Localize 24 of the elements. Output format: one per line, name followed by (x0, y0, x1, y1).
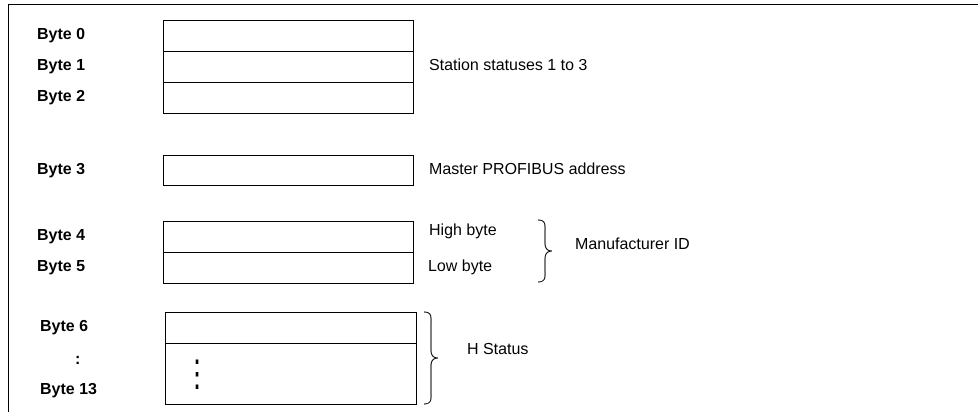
byte-label: Byte 3 (37, 161, 86, 179)
byte-label: Byte 5 (37, 258, 86, 276)
register-box (163, 51, 414, 83)
field-label: H Status (467, 341, 528, 359)
register-box (165, 312, 417, 344)
field-label: High byte (429, 222, 497, 240)
register-box (165, 343, 417, 405)
register-box (163, 155, 414, 186)
field-label: Station statuses 1 to 3 (429, 57, 588, 75)
byte-label: Byte 2 (37, 88, 86, 106)
register-box (163, 252, 414, 284)
byte-label: Byte 13 (40, 381, 97, 399)
field-label: Master PROFIBUS address (429, 161, 626, 179)
byte-label: Byte 6 (40, 318, 88, 336)
register-box (163, 221, 414, 253)
register-box (163, 20, 414, 52)
register-box (163, 82, 414, 114)
byte-label: Byte 1 (37, 57, 86, 75)
field-label: Manufacturer ID (575, 236, 690, 254)
ellipsis-dots: ⋮ (184, 352, 210, 394)
byte-label: : (75, 351, 80, 369)
byte-label: Byte 4 (37, 227, 86, 245)
byte-label: Byte 0 (37, 26, 86, 44)
field-label: Low byte (428, 258, 492, 276)
